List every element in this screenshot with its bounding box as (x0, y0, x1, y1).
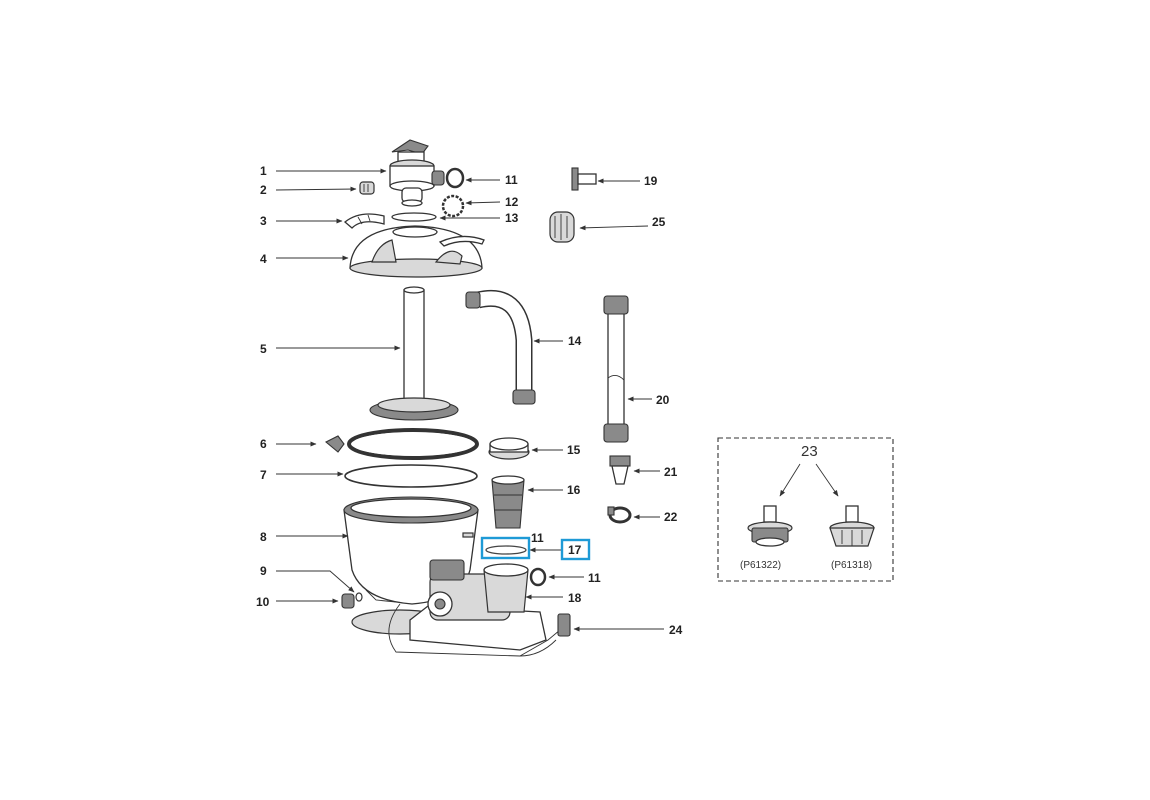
callout-6: 6 (260, 437, 267, 451)
part-15-strainer-lid[interactable] (488, 437, 530, 460)
inset-code-right: (P61318) (831, 560, 872, 571)
callout-12: 12 (505, 195, 519, 209)
callout-19: 19 (644, 174, 658, 188)
part-6-clamp-ring[interactable] (325, 428, 479, 460)
callout-3: 3 (260, 214, 267, 228)
inset-part-23: 23 (P61322) (P61318) (717, 437, 894, 582)
callout-8: 8 (260, 530, 267, 544)
part-11-o-ring-valve[interactable] (445, 167, 465, 189)
part-3-clamp[interactable] (343, 213, 385, 229)
callout-11-valve: 11 (505, 173, 518, 187)
callout-labels: 1 2 3 4 5 6 7 8 9 10 11 11 11 12 13 14 1… (256, 164, 683, 637)
part-16-strainer-basket[interactable] (491, 475, 525, 529)
part-11-o-ring-pump[interactable] (529, 567, 547, 587)
part-24-power-cord[interactable] (519, 613, 571, 657)
callout-16: 16 (567, 483, 581, 497)
part-8-tank-body[interactable] (343, 496, 479, 605)
callout-20: 20 (656, 393, 670, 407)
part-11-o-ring-basket[interactable] (462, 532, 474, 538)
part-9-o-ring-small[interactable] (355, 592, 363, 602)
callout-11-pump: 11 (588, 571, 601, 585)
inset-code-left: (P61322) (740, 560, 781, 571)
part-19-air-release[interactable] (571, 167, 597, 191)
part-4-tank-lid[interactable] (349, 225, 485, 278)
connector-left-part[interactable] (747, 505, 793, 547)
part-1-multiport-valve[interactable] (389, 139, 445, 207)
part-12-nut[interactable] (441, 194, 465, 218)
callout-24: 24 (669, 623, 683, 637)
callout-1: 1 (260, 164, 267, 178)
part-5-lateral-assembly[interactable] (369, 286, 459, 421)
part-17-o-ring[interactable] (485, 545, 527, 555)
leader-lines (275, 168, 664, 632)
callout-22: 22 (664, 510, 678, 524)
callout-21: 21 (664, 465, 678, 479)
callout-13: 13 (505, 211, 519, 225)
part-22-hose-clamp[interactable] (607, 506, 632, 524)
part-2-drain-plug[interactable] (359, 181, 375, 195)
connector-right-part[interactable] (829, 505, 875, 547)
part-18-pump[interactable] (388, 559, 557, 657)
callout-4: 4 (260, 252, 267, 266)
callout-14: 14 (568, 334, 582, 348)
highlight-box-part-17 (480, 536, 531, 560)
part-10-drain-cap[interactable] (341, 593, 355, 609)
inset-label: 23 (801, 443, 818, 460)
callout-7: 7 (260, 468, 267, 482)
part-25-hose-nut[interactable] (549, 211, 575, 243)
callout-2: 2 (260, 183, 267, 197)
part-14-hose[interactable] (465, 289, 536, 405)
callout-15: 15 (567, 443, 581, 457)
callout-5: 5 (260, 342, 267, 356)
callout-9: 9 (260, 564, 267, 578)
part-20-hose[interactable] (603, 295, 629, 443)
part-21-adapter[interactable] (609, 455, 631, 485)
part-7-o-ring[interactable] (344, 464, 478, 488)
callout-25: 25 (652, 215, 666, 229)
inset-frame (717, 437, 894, 582)
part-13-o-ring[interactable] (391, 212, 437, 222)
highlight-box-callout-17 (560, 538, 591, 561)
callout-17: 17 (568, 543, 582, 557)
callout-10: 10 (256, 595, 270, 609)
callout-18: 18 (568, 591, 582, 605)
callout-11-basket: 11 (531, 531, 544, 545)
